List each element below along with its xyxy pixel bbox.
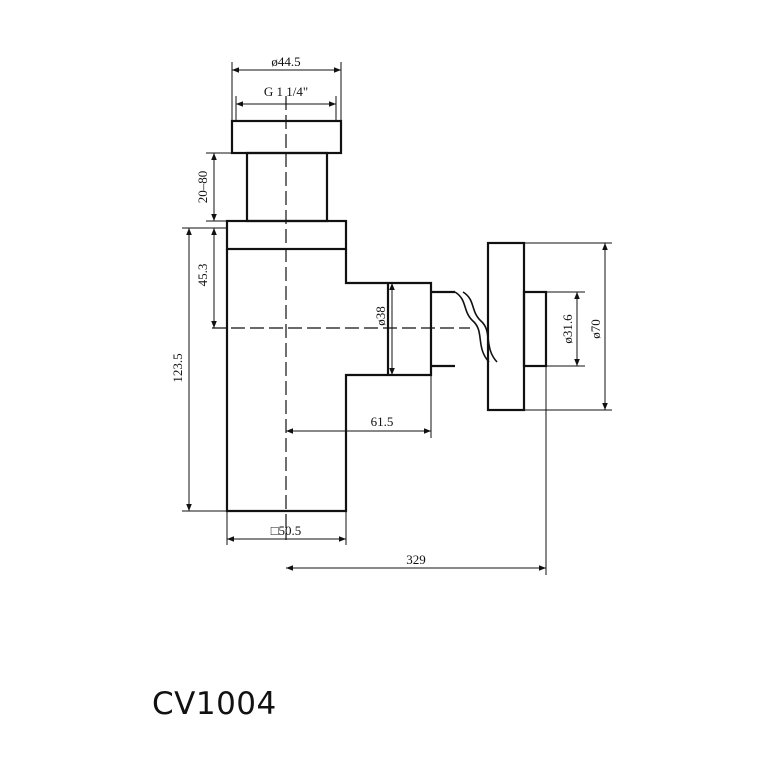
- dim-total-height: 123.5: [170, 353, 185, 382]
- dim-offset: 61.5: [371, 414, 394, 429]
- wall-flange: [486, 241, 526, 412]
- pipe-stub: [431, 290, 455, 368]
- break-line-left: [454, 291, 490, 363]
- dim-pipe-diameter: ø31.6: [560, 314, 575, 344]
- dimension-lines: [182, 62, 612, 575]
- dim-outlet-diameter: ø38: [373, 306, 388, 326]
- dim-body-width: □50.5: [271, 523, 302, 538]
- dim-flange-diameter: ø70: [588, 319, 603, 339]
- dim-upper-height: 45.3: [195, 264, 210, 287]
- pipe-end: [522, 290, 548, 368]
- center-lines: [212, 96, 470, 540]
- dim-thread: G 1 1/4": [264, 84, 308, 99]
- dim-adjust-range: 20–80: [195, 171, 210, 204]
- model-number: CV1004: [152, 686, 277, 722]
- trap-body: [225, 249, 433, 513]
- dim-top-diameter: ø44.5: [271, 54, 300, 69]
- break-line-right: [462, 291, 498, 363]
- neck: [245, 151, 329, 223]
- dim-total-length: 329: [406, 552, 426, 567]
- trap-outline: [225, 119, 548, 513]
